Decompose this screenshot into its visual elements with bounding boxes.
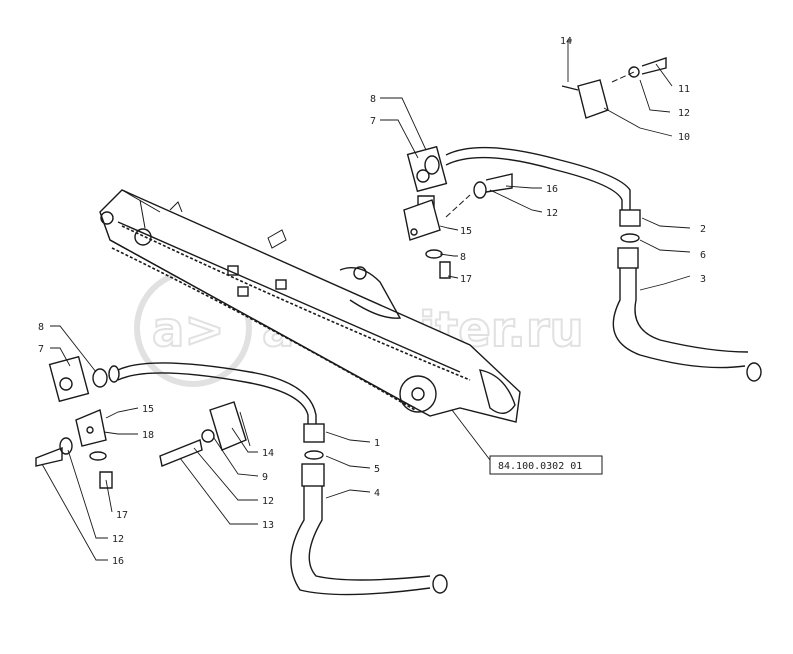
label-15-upper: 15	[460, 226, 472, 237]
label-16-lower: 16	[112, 556, 124, 567]
label-6: 6	[700, 250, 706, 261]
label-12-lower-mid: 12	[262, 496, 274, 507]
part-labels: 14 11 12 10 8 7 16 12 15 8 17 2 6 3 8 7 …	[38, 36, 706, 567]
label-17-upper: 17	[460, 274, 472, 285]
upper-hose-assembly	[403, 57, 762, 382]
label-14-top: 14	[560, 36, 572, 47]
lower-hose-assembly	[35, 355, 448, 596]
label-5: 5	[374, 464, 380, 475]
label-10: 10	[678, 132, 690, 143]
label-18: 18	[142, 430, 154, 441]
label-12-top: 12	[678, 108, 690, 119]
label-8-upper: 8	[370, 94, 376, 105]
label-3: 3	[700, 274, 706, 285]
watermark-logo-glyph: a>	[152, 302, 225, 358]
reference-code: 84.100.0302 01	[498, 461, 582, 472]
label-17-lower: 17	[116, 510, 128, 521]
label-2: 2	[700, 224, 706, 235]
label-14-lower: 14	[262, 448, 274, 459]
label-7-upper: 7	[370, 116, 376, 127]
label-16-upper: 16	[546, 184, 558, 195]
reference-box: 84.100.0302 01	[489, 455, 603, 475]
label-8-mid: 8	[460, 252, 466, 263]
label-13: 13	[262, 520, 274, 531]
label-8-lower: 8	[38, 322, 44, 333]
label-12-upper: 12	[546, 208, 558, 219]
label-4: 4	[374, 488, 380, 499]
label-12-lower-left: 12	[112, 534, 124, 545]
label-11: 11	[678, 84, 690, 95]
label-1: 1	[374, 438, 380, 449]
label-15-lower: 15	[142, 404, 154, 415]
boom-arm	[99, 189, 521, 423]
label-7-lower: 7	[38, 344, 44, 355]
leader-lines	[41, 39, 691, 561]
label-9: 9	[262, 472, 268, 483]
